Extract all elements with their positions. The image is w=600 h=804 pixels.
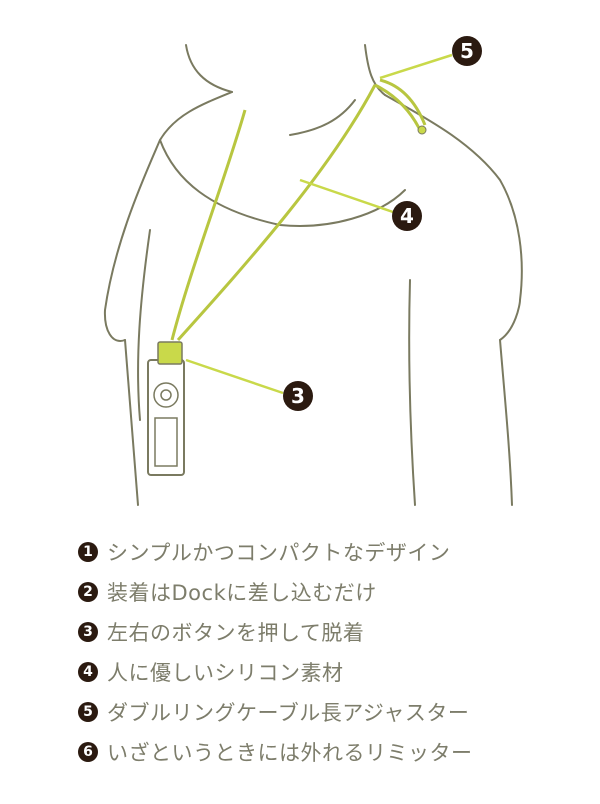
number-badge: 1 [78,542,98,562]
callout-3: 3 [283,381,313,411]
feature-item: 6 いざというときには外れるリミッター [78,732,473,772]
feature-label: 左右のボタンを押して脱着 [107,621,365,645]
number-badge: 6 [78,742,98,762]
feature-label: いざというときには外れるリミッター [107,741,473,765]
lanyard-illustration [103,44,523,506]
feature-label: ダブルリングケーブル長アジャスター [107,701,470,725]
feature-item: 5 ダブルリングケーブル長アジャスター [78,692,473,732]
lanyard-cable [170,78,427,342]
number-badge: 2 [78,582,98,602]
number-badge: 5 [78,702,98,722]
feature-item: 3 左右のボタンを押して脱着 [78,612,473,652]
feature-list: 1 シンプルかつコンパクトなデザイン 2 装着はDockに差し込むだけ 3 左右のボタ… [78,532,473,772]
limiter-ring [417,125,427,135]
feature-label: 人に優しいシリコン素材 [107,661,344,685]
feature-item: 1 シンプルかつコンパクトなデザイン [78,532,473,572]
ipod-device [147,341,185,476]
leader-lines [185,53,453,395]
feature-item: 4 人に優しいシリコン素材 [78,652,473,692]
feature-label: 装着はDockに差し込むだけ [107,581,377,605]
number-badge: 4 [78,662,98,682]
callout-5: 5 [452,36,482,66]
number-badge: 3 [78,622,98,642]
callout-4: 4 [392,201,422,231]
feature-item: 2 装着はDockに差し込むだけ [78,572,473,612]
feature-label: シンプルかつコンパクトなデザイン [107,541,451,565]
